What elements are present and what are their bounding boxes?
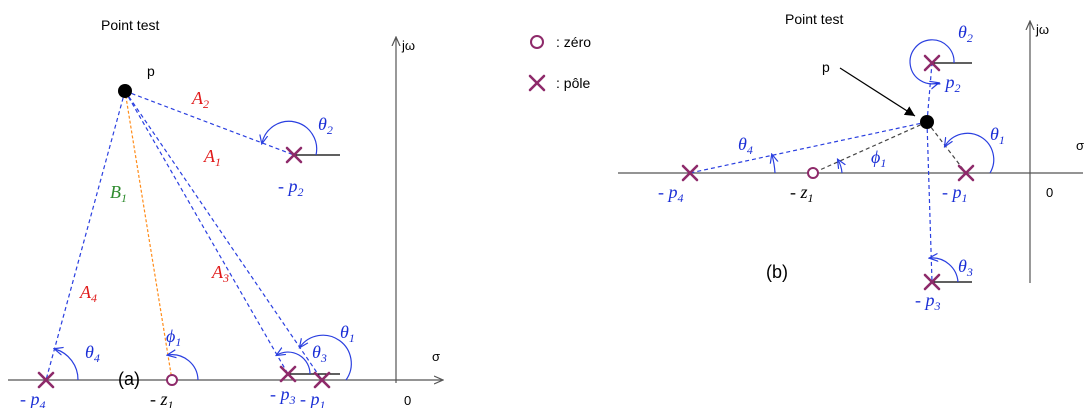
theta3-arc-b xyxy=(930,258,959,283)
vector-a1 xyxy=(124,90,323,381)
dist-label-a4: A4 xyxy=(79,282,97,305)
diagram-a: σ jω 0 Point test p xyxy=(8,17,442,408)
phi1-arc-a xyxy=(168,355,199,381)
caption-b: (b) xyxy=(766,262,788,282)
phi1-label-b: ϕ1 xyxy=(871,147,886,170)
theta1-arc-b xyxy=(945,132,995,174)
theta2-arc-a xyxy=(262,120,318,156)
pole-label-p2-a: - p2 xyxy=(278,176,304,199)
legend: : zéro : pôle xyxy=(528,34,591,92)
sigma-label-b: σ xyxy=(1076,138,1084,153)
pole-label-p3-b: - p3 xyxy=(915,290,941,313)
zero-label-z1-b: - z1 xyxy=(790,182,814,205)
pole-label-p4-b: - p4 xyxy=(658,182,684,205)
test-point-b xyxy=(920,115,934,129)
zero-label-z1-a: - z1 xyxy=(150,389,174,408)
legend-zero-label: : zéro xyxy=(556,34,591,50)
pole-p1-b xyxy=(957,164,975,182)
vector-b1 xyxy=(124,90,173,381)
pole-label-p2-b: - p2 xyxy=(935,72,961,95)
theta1-arc-a xyxy=(300,334,352,381)
zero-z1-b xyxy=(807,167,819,179)
jw-label-b: jω xyxy=(1035,22,1049,37)
pole-label-p3-a: - p3 xyxy=(270,384,296,407)
vector-p2-b xyxy=(926,62,933,123)
phi1-label-a: ϕ1 xyxy=(166,326,181,349)
theta4-arc-a xyxy=(55,349,79,381)
pole-p4-b xyxy=(681,164,699,182)
legend-pole-symbol xyxy=(528,74,546,92)
origin-label-a: 0 xyxy=(404,393,411,408)
diagram-b: σ jω 0 Point test p xyxy=(618,11,1084,313)
theta1-label-a: θ1 xyxy=(340,322,355,345)
origin-label-b: 0 xyxy=(1046,185,1053,200)
theta2-arc-b xyxy=(909,39,955,84)
vector-a4 xyxy=(45,90,126,381)
pole-p4-a xyxy=(37,371,55,389)
test-point-a xyxy=(118,84,132,98)
dist-label-b1: B1 xyxy=(110,182,127,205)
dist-label-a2: A2 xyxy=(191,88,209,111)
point-arrow-b xyxy=(839,67,916,117)
theta4-label-b: θ4 xyxy=(738,134,753,157)
theta2-label-a: θ2 xyxy=(318,114,333,137)
theta3-label-a: θ3 xyxy=(312,342,327,365)
theta4-arc-b xyxy=(772,155,775,174)
vector-p1-b xyxy=(926,121,967,174)
pole-label-p1-b: - p1 xyxy=(942,182,968,205)
theta1-label-b: θ1 xyxy=(990,124,1005,147)
sigma-label-a: σ xyxy=(432,349,440,364)
theta3-label-b: θ3 xyxy=(958,256,973,279)
jw-label-a: jω xyxy=(401,38,415,53)
caption-a: (a) xyxy=(118,369,140,389)
pole-p3-b xyxy=(923,273,941,291)
legend-zero-symbol xyxy=(530,35,544,49)
pole-p2-a xyxy=(285,146,303,164)
dist-label-a3: A3 xyxy=(211,262,229,285)
pole-p2-b xyxy=(923,54,941,72)
theta3-arc-a xyxy=(277,352,311,375)
point-label-b: p xyxy=(822,59,830,75)
test-point-title-a: Point test xyxy=(101,17,159,33)
point-label-a: p xyxy=(147,63,155,79)
test-point-title-b: Point test xyxy=(785,11,843,27)
phi1-arc-b xyxy=(838,160,842,174)
vector-a3 xyxy=(124,90,289,375)
pole-p1-a xyxy=(313,371,331,389)
zero-z1-a xyxy=(166,374,178,386)
legend-pole-label: : pôle xyxy=(556,75,590,91)
theta2-label-b: θ2 xyxy=(958,22,973,45)
vector-p4-b xyxy=(689,121,928,174)
pole-label-p1-a: - p1 xyxy=(300,389,326,408)
pole-p3-a xyxy=(279,365,297,383)
vector-z1-b xyxy=(812,121,928,174)
pole-label-p4-a: - p4 xyxy=(20,389,46,408)
theta4-label-a: θ4 xyxy=(85,342,100,365)
dist-label-a1: A1 xyxy=(203,146,221,169)
